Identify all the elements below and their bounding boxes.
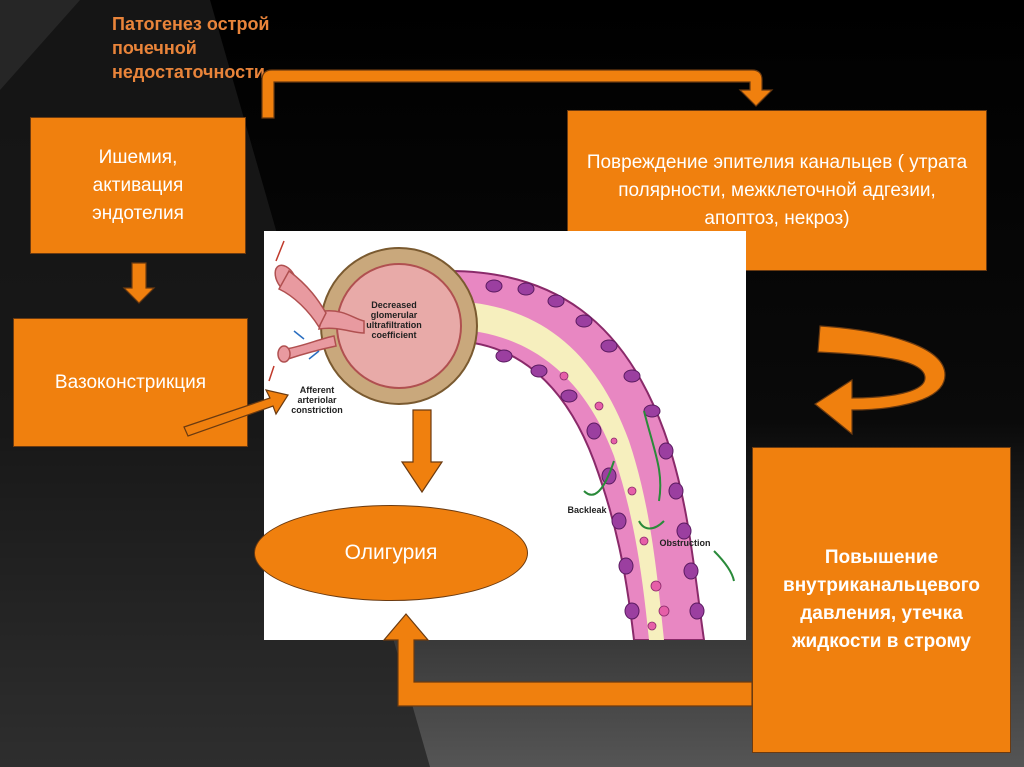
obstruction-label: Obstruction	[659, 538, 711, 548]
oliguria-ellipse: Олигурия	[254, 505, 528, 601]
afferent-label: Afferent arteriolar constriction	[291, 385, 343, 415]
pressure-box: Повышение внутриканальцевого давления, у…	[752, 447, 1011, 753]
vasoconstriction-box: Вазоконстрикция	[13, 318, 248, 447]
epithelial-damage-text: Повреждение эпителия канальцев ( утрата …	[586, 151, 968, 229]
ischemia-text: Ишемия, активация эндотелия	[92, 146, 184, 224]
oliguria-text: Олигурия	[344, 541, 438, 564]
ischemia-box: Ишемия, активация эндотелия	[30, 117, 246, 254]
glomerulus-label: Decreased glomerular ultrafiltration coe…	[366, 300, 422, 340]
backleak-label: Backleak	[567, 505, 607, 515]
pressure-text: Повышение внутриканальцевого давления, у…	[783, 547, 980, 652]
slide-title: Патогенез острой почечной недостаточност…	[112, 14, 270, 82]
vasoconstriction-text: Вазоконстрикция	[54, 371, 207, 393]
